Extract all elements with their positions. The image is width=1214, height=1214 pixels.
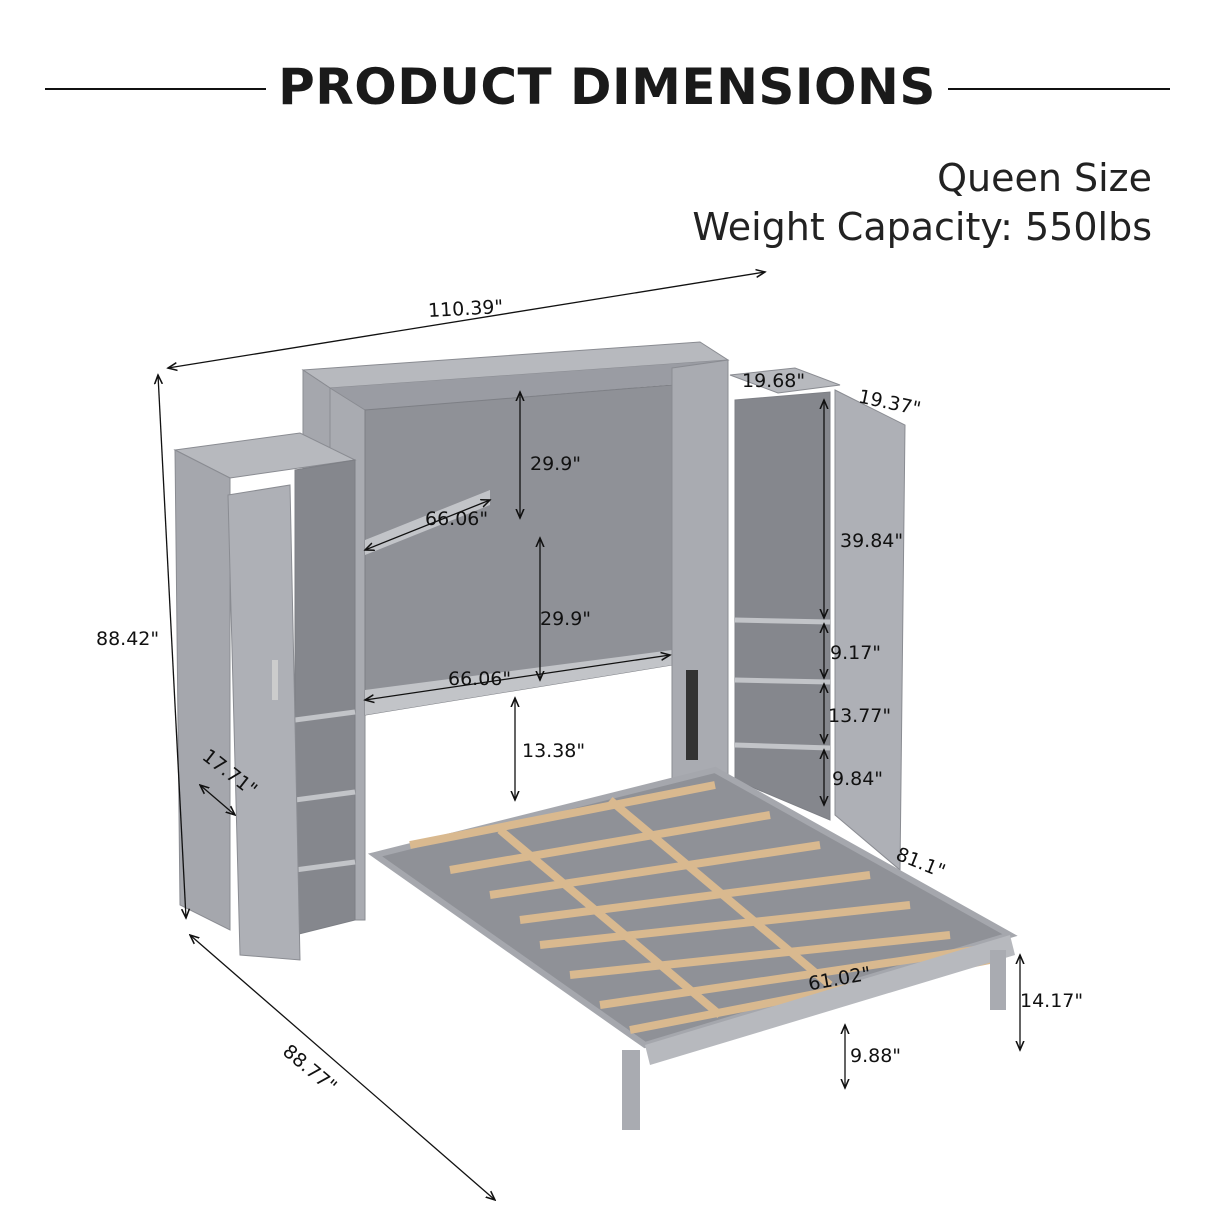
upper-shelf-height-label: 29.9" [530, 453, 582, 475]
lower-shelf-width-label: 66.06" [448, 668, 512, 690]
right-shelf-3-label: 9.84" [832, 768, 884, 790]
bed-clearance-label: 13.38" [522, 740, 586, 762]
right-cabinet-width-label: 19.68" [742, 370, 806, 392]
overall-width-label: 110.39" [427, 296, 504, 322]
overall-height-label: 88.42" [96, 628, 160, 650]
weight-capacity-label: Weight Capacity: 550lbs [692, 205, 1152, 249]
title-rule-left [45, 88, 305, 90]
right-upper-compartment-label: 39.84" [840, 530, 904, 552]
page-title: PRODUCT DIMENSIONS [0, 58, 1214, 116]
size-label: Queen Size [937, 156, 1152, 200]
bed-height-label: 14.17" [1020, 990, 1084, 1012]
right-cabinet [729, 367, 906, 872]
dimension-lines [158, 272, 1020, 1200]
lower-shelf-height-label: 29.9" [540, 608, 592, 630]
right-shelf-2-label: 13.77" [828, 705, 892, 727]
title-rule-right [915, 88, 1170, 90]
left-cabinet [173, 432, 357, 961]
bed-frame [367, 766, 1018, 1130]
upper-shelf-width-label: 66.06" [425, 508, 489, 530]
leg-height-label: 9.88" [850, 1045, 902, 1067]
right-shelf-1-label: 9.17" [830, 642, 882, 664]
